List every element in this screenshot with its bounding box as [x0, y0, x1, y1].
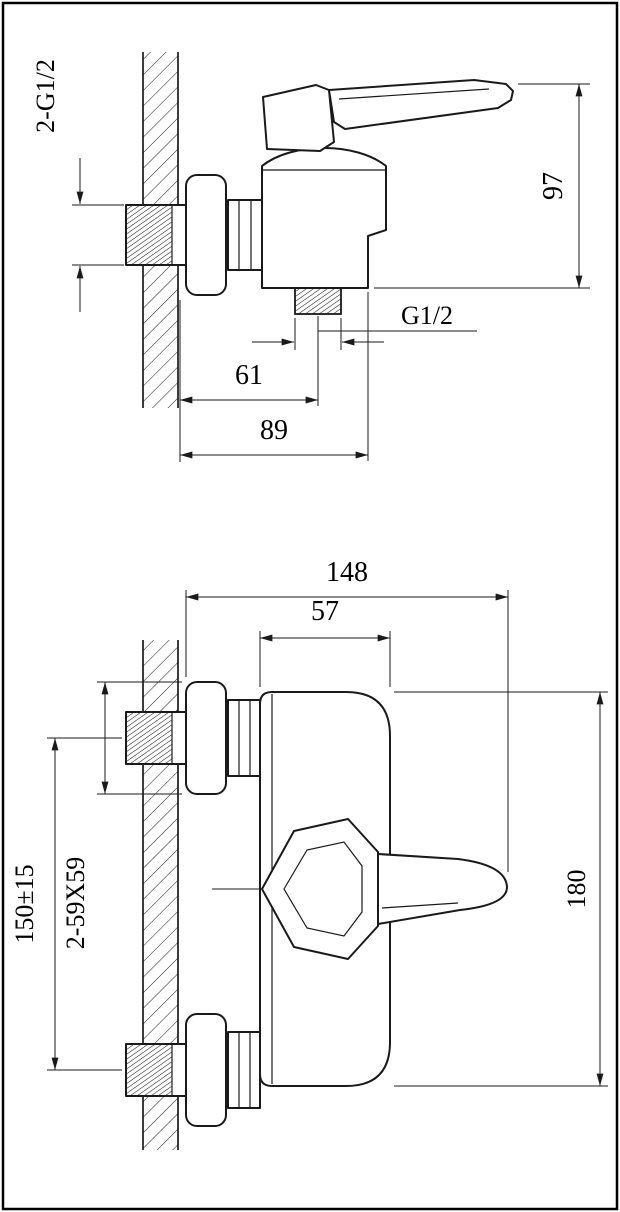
- dim-width-148: 148: [185, 557, 509, 872]
- dim-label-body-height: 180: [562, 870, 591, 909]
- handle-cap: [262, 84, 335, 152]
- dim-label-escutcheon: 2-59X59: [61, 857, 90, 949]
- dim-outlet-thread: G1/2: [252, 301, 477, 350]
- dim-height-97: 97: [374, 83, 590, 289]
- handle-lever: [328, 79, 514, 130]
- dim-label-height: 97: [538, 172, 569, 200]
- pipe-thread: [126, 205, 172, 265]
- dim-offset-61: 61: [179, 300, 319, 462]
- front-view: 148 57 150±15 2-59X59 180: [10, 557, 608, 1150]
- side-view: 2-G1/2 97 G1/2 61 89: [31, 52, 590, 462]
- connection-nut: [227, 199, 263, 271]
- dim-inlet-thread: 2-G1/2: [31, 59, 124, 312]
- dim-depth-89: 89: [180, 292, 369, 461]
- faucet-body: [261, 147, 387, 289]
- dim-label-body-width: 57: [311, 596, 339, 627]
- connection-nut-top: [227, 699, 261, 777]
- dim-label-offset: 61: [235, 360, 263, 391]
- handle-hub-outer: [261, 818, 379, 960]
- handle: [262, 79, 514, 152]
- dim-label-outlet-thread: G1/2: [401, 301, 453, 330]
- dim-label-depth: 89: [260, 415, 288, 446]
- dim-body-height-180: 180: [394, 691, 608, 1087]
- escutcheon-plate-top: [185, 681, 227, 795]
- connection-nut-bottom: [227, 1031, 261, 1109]
- handle-hub-inner: [283, 841, 363, 937]
- inlet-pipe: [125, 204, 189, 266]
- outlet-thread: [294, 287, 342, 315]
- dim-label-inlet-spacing: 150±15: [10, 864, 39, 943]
- dim-label-overall-width: 148: [326, 557, 368, 588]
- dim-inlet-spacing: 150±15: [10, 737, 122, 1071]
- handle-lever-front: [377, 853, 508, 925]
- escutcheon-plate-bottom: [185, 1013, 227, 1127]
- escutcheon-plate: [185, 174, 227, 296]
- inlet-pipe-top: [125, 711, 189, 765]
- dim-label-inlet-thread: 2-G1/2: [31, 59, 60, 133]
- dim-escutcheon: 2-59X59: [61, 681, 182, 949]
- dim-body-width-57: 57: [259, 596, 391, 687]
- body-outline: [261, 147, 387, 289]
- handle-front: [212, 818, 508, 960]
- inlet-pipe-bottom: [125, 1043, 189, 1097]
